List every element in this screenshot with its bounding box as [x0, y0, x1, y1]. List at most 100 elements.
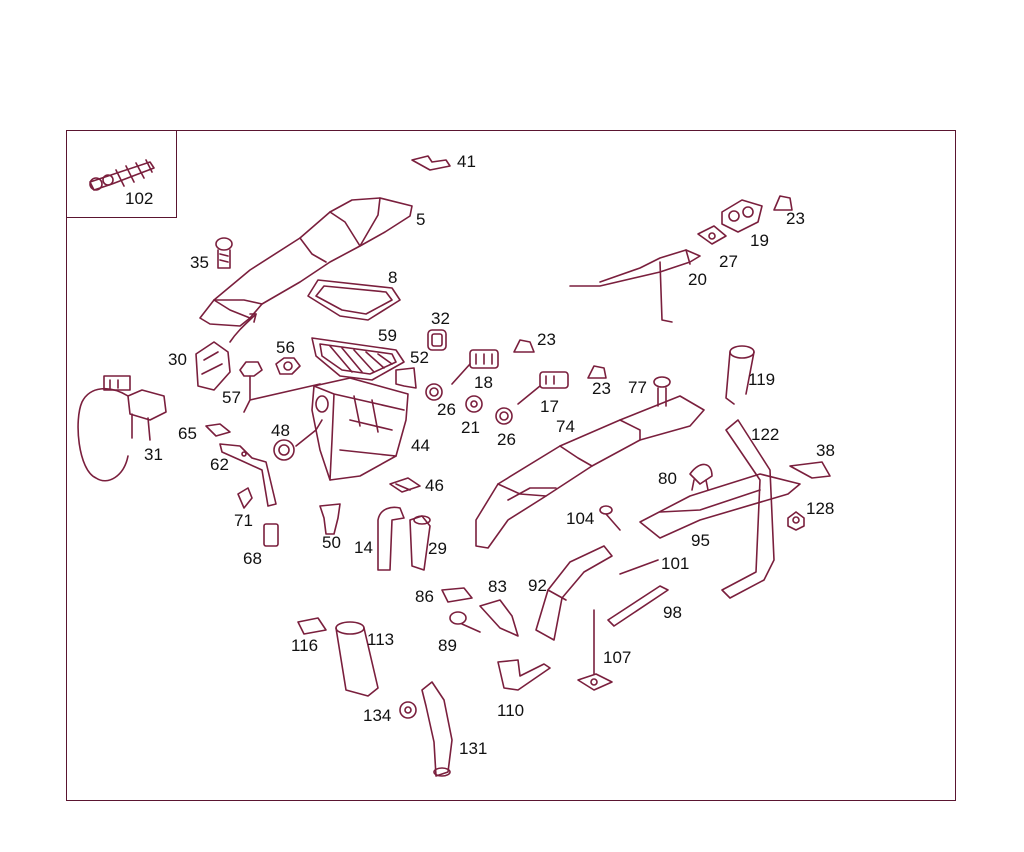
- callout-131: 131: [459, 739, 488, 758]
- callout-27: 27: [719, 252, 738, 271]
- callout-57: 57: [222, 388, 241, 407]
- callout-89: 89: [438, 636, 457, 655]
- callout-5: 5: [416, 210, 426, 229]
- callout-95: 95: [691, 531, 710, 550]
- callout-26a: 26: [437, 400, 456, 419]
- bolt-icon-77: [653, 376, 671, 407]
- callout-18: 18: [474, 373, 493, 392]
- push-clip-icon: [89, 159, 155, 191]
- strip-icon-101: [619, 559, 659, 575]
- inset-box: [66, 130, 177, 218]
- nut-icon-128: [787, 511, 805, 531]
- temperature-sensor-icon-17: [517, 371, 569, 405]
- gasket-icon-27: [697, 225, 727, 245]
- temperature-sensor-icon-18: [451, 349, 499, 385]
- seal-ring-icon-26b: [495, 407, 513, 425]
- callout-134: 134: [363, 706, 392, 725]
- clip-icon-65: [205, 423, 231, 437]
- callout-21: 21: [461, 418, 480, 437]
- nut-icon-134: [399, 701, 417, 719]
- hose-icon-119: [725, 345, 755, 405]
- clip-icon-52: [395, 367, 417, 389]
- bracket-icon-41: [411, 155, 451, 171]
- callout-80: 80: [658, 469, 677, 488]
- callout-104: 104: [566, 509, 595, 528]
- callout-31: 31: [144, 445, 163, 464]
- clip-icon-107: [577, 609, 613, 691]
- callout-23c: 23: [786, 209, 805, 228]
- hose-icon-113: [335, 621, 379, 697]
- clip-icon-38: [789, 461, 831, 479]
- seal-ring-icon-26a: [425, 383, 443, 401]
- clip-icon-86: [441, 587, 473, 603]
- sensor-with-cable-icon: [77, 375, 167, 482]
- nut-icon-56: [275, 357, 301, 375]
- hose-icon-122: [721, 419, 775, 599]
- callout-92: 92: [528, 576, 547, 595]
- cap-icon-23b: [587, 365, 607, 379]
- air-duct-housing-icon: [199, 197, 413, 327]
- callout-32: 32: [431, 309, 450, 328]
- callout-29: 29: [428, 539, 447, 558]
- callout-122: 122: [751, 425, 780, 444]
- cover-panel-icon: [639, 473, 801, 539]
- cap-icon-23c: [773, 195, 793, 211]
- callout-83: 83: [488, 577, 507, 596]
- callout-30: 30: [168, 350, 187, 369]
- callout-77: 77: [628, 378, 647, 397]
- callout-46: 46: [425, 476, 444, 495]
- clip-icon-46: [389, 477, 421, 493]
- clip-icon-68: [263, 523, 279, 547]
- callout-52: 52: [410, 348, 429, 367]
- cap-icon-23a: [513, 339, 535, 353]
- callout-107: 107: [603, 648, 632, 667]
- callout-110: 110: [497, 701, 525, 720]
- strip-icon-98: [607, 585, 669, 627]
- bracket-rod-icon: [569, 249, 701, 323]
- callout-113: 113: [367, 630, 395, 649]
- bracket-icon-83: [479, 599, 519, 637]
- bolt-icon-89: [449, 611, 481, 633]
- callout-116: 116: [291, 636, 319, 655]
- callout-68: 68: [243, 549, 262, 568]
- callout-38: 38: [816, 441, 835, 460]
- callout-19: 19: [750, 231, 769, 250]
- callout-17: 17: [540, 397, 559, 416]
- callout-8: 8: [388, 268, 398, 287]
- callout-48: 48: [271, 421, 290, 440]
- guide-icon: [535, 545, 613, 641]
- callout-14: 14: [354, 538, 373, 557]
- switch-icon-19: [721, 199, 763, 233]
- gasket-icon-8: [307, 279, 401, 321]
- bolt-icon-57: [239, 361, 321, 413]
- hose-icon-14: [377, 506, 405, 571]
- callout-26b: 26: [497, 430, 516, 449]
- callout-41: 41: [457, 152, 476, 171]
- bracket-icon-62: [219, 443, 277, 507]
- callout-86: 86: [415, 587, 434, 606]
- screw-icon-35: [215, 237, 233, 269]
- callout-62: 62: [210, 455, 229, 474]
- diagram-frame: [66, 130, 956, 801]
- callout-74: 74: [556, 417, 575, 436]
- callout-56: 56: [276, 338, 295, 357]
- rubber-mount-icon: [195, 313, 257, 391]
- screw-icon-104: [599, 505, 621, 531]
- callout-65: 65: [178, 424, 197, 443]
- rubber-buffer-icon: [319, 503, 341, 535]
- callout-23a: 23: [537, 330, 556, 349]
- callout-35: 35: [190, 253, 209, 272]
- callout-50: 50: [322, 533, 341, 552]
- callout-44: 44: [411, 436, 430, 455]
- bracket-icon-110: [497, 659, 551, 691]
- filter-element-icon: [311, 337, 405, 381]
- duct-channel-icon: [475, 395, 705, 549]
- clamp-icon-80: [689, 463, 713, 491]
- nut-icon-21: [465, 395, 483, 413]
- clip-icon-116: [297, 617, 327, 635]
- hose-icon-131: [421, 681, 453, 777]
- hose-icon-29: [409, 515, 431, 571]
- filter-housing-icon: [311, 377, 409, 481]
- callout-119: 119: [748, 370, 776, 389]
